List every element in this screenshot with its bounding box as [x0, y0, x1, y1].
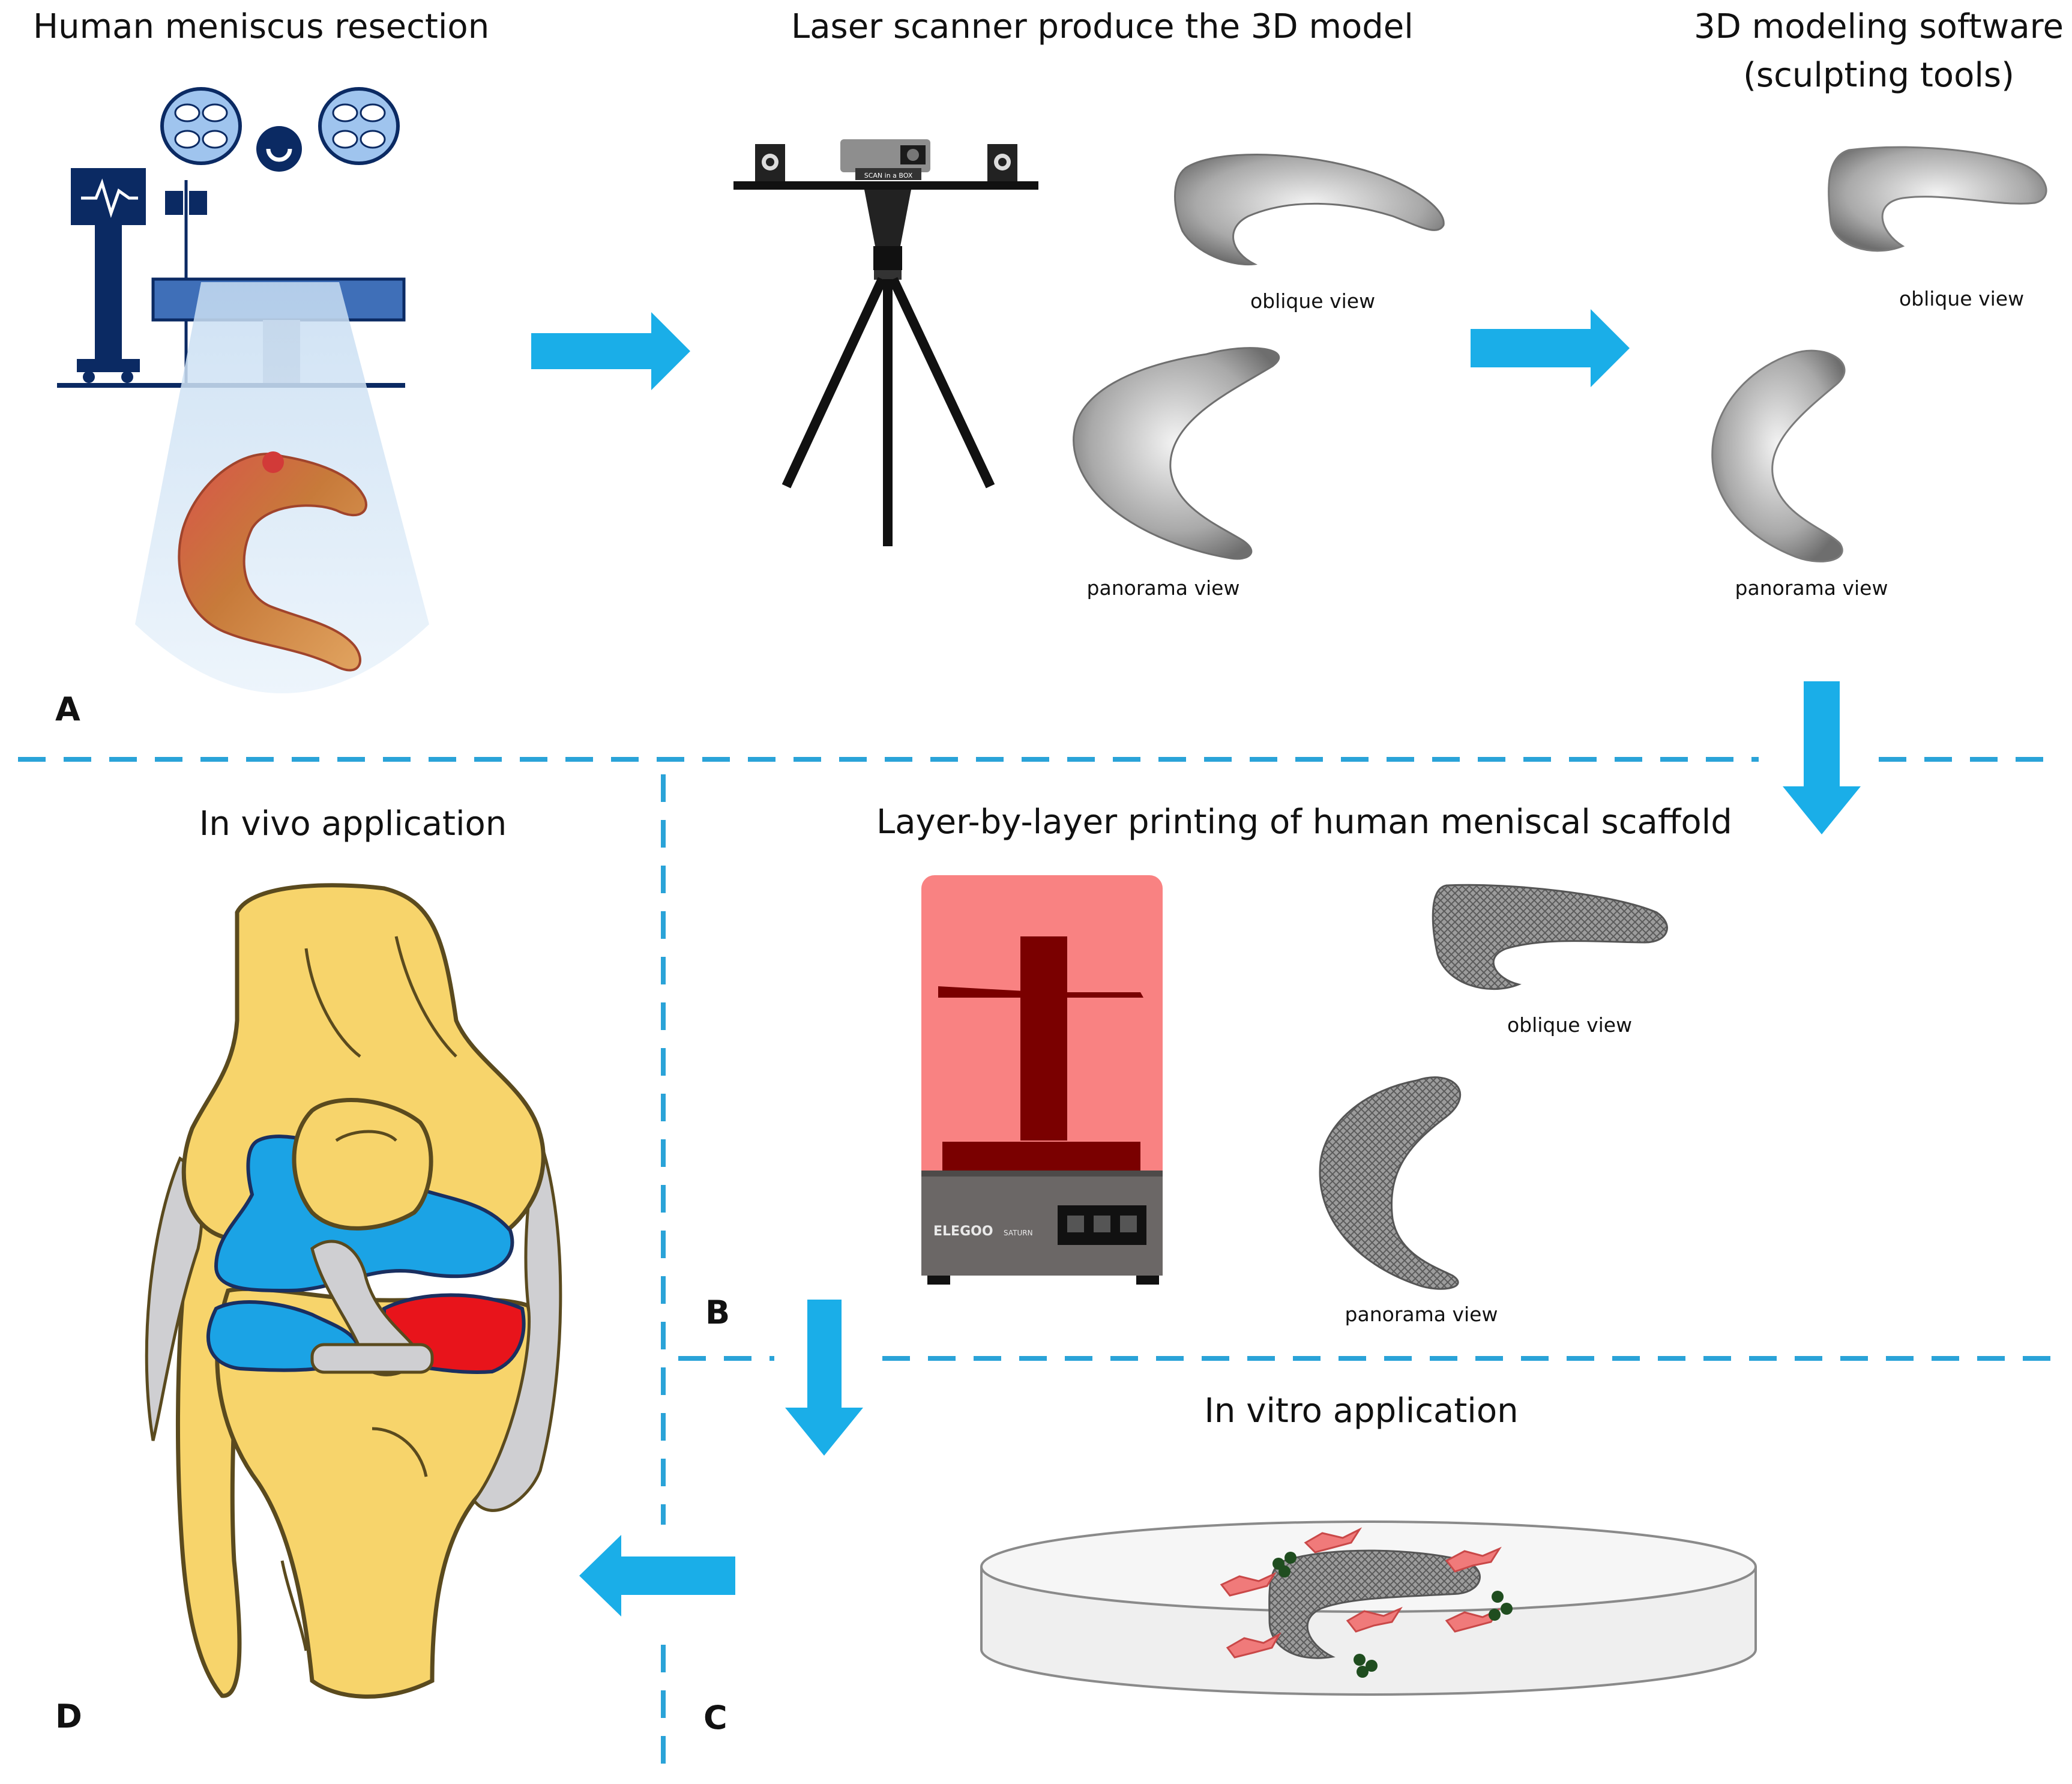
cells — [1220, 1527, 1502, 1659]
surgical-lamp-right — [318, 87, 400, 165]
scanner-brand-label: SCAN in a BOX — [864, 172, 913, 179]
laser-scanner-tripod: SCAN in a BOX — [733, 139, 1038, 546]
smooth-meniscus-oblique — [1828, 146, 2047, 252]
right-ligament — [472, 1136, 562, 1512]
label-scan-panorama-view: panorama view — [1086, 576, 1240, 600]
printed-scaffold-panorama — [1319, 1076, 1461, 1290]
scanned-meniscus-oblique — [1174, 154, 1445, 266]
label-software-oblique-view: oblique view — [1899, 287, 2025, 310]
title-in-vivo-application: In vivo application — [199, 804, 507, 843]
label-print-oblique-view: oblique view — [1507, 1013, 1633, 1037]
label-software-panorama-view: panorama view — [1735, 576, 1888, 600]
arrow-down-2 — [785, 1300, 863, 1456]
panel-label-a: A — [55, 690, 80, 728]
title-layer-by-layer-printing: Layer-by-layer printing of human menisca… — [876, 803, 1732, 842]
resin-3d-printer: ELEGOO SATURN — [921, 875, 1163, 1285]
printer-model-label: SATURN — [1004, 1229, 1033, 1237]
title-3d-modeling-software: 3D modeling software — [1694, 7, 2064, 46]
scaffold-in-dish — [1268, 1549, 1481, 1659]
process-arrows — [531, 309, 1861, 1617]
panel-label-c: C — [703, 1699, 727, 1737]
title-sculpting-tools: (sculpting tools) — [1743, 56, 2014, 95]
arrow-right-2 — [1471, 309, 1630, 387]
particles — [1272, 1552, 1513, 1678]
patella — [292, 1098, 433, 1231]
printed-scaffold-oblique — [1432, 884, 1668, 990]
knee-joint-illustration — [145, 883, 562, 1699]
resected-meniscus-tissue — [178, 451, 367, 672]
panel-label-d: D — [55, 1698, 82, 1735]
dashed-divider-lines — [18, 757, 2053, 1771]
arrow-left-1 — [579, 1535, 735, 1617]
arrow-right-1 — [531, 312, 690, 390]
panel-label-b: B — [705, 1294, 730, 1331]
label-scan-oblique-view: oblique view — [1250, 289, 1376, 313]
smooth-meniscus-panorama — [1711, 349, 1846, 562]
title-human-meniscus-resection: Human meniscus resection — [33, 7, 490, 46]
arrow-down-1 — [1783, 681, 1861, 834]
title-laser-scanner: Laser scanner produce the 3D model — [791, 7, 1414, 46]
surgical-lamp-left — [160, 87, 242, 165]
label-print-panorama-view: panorama view — [1345, 1303, 1498, 1326]
title-in-vitro-application: In vitro application — [1204, 1391, 1519, 1430]
scanned-meniscus-panorama — [1073, 347, 1280, 560]
printer-brand-label: ELEGOO — [933, 1224, 993, 1239]
